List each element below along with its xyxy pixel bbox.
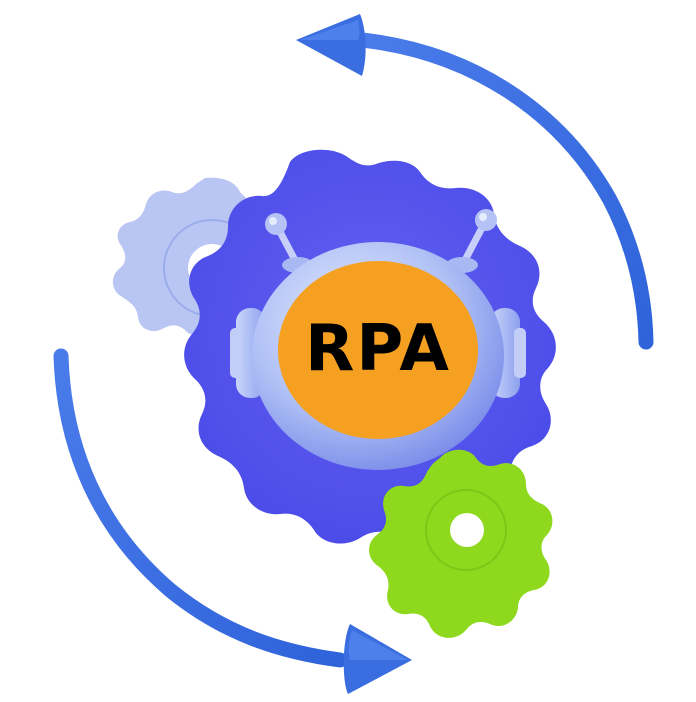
right-antenna-icon [446,209,497,273]
robot-face [278,261,478,439]
top-curved-arrow-icon [296,14,654,350]
rpa-label: RPA [305,312,451,386]
small-gear-icon [369,449,553,638]
robot-head-icon [230,209,526,470]
bottom-curved-arrow-icon [53,348,412,694]
